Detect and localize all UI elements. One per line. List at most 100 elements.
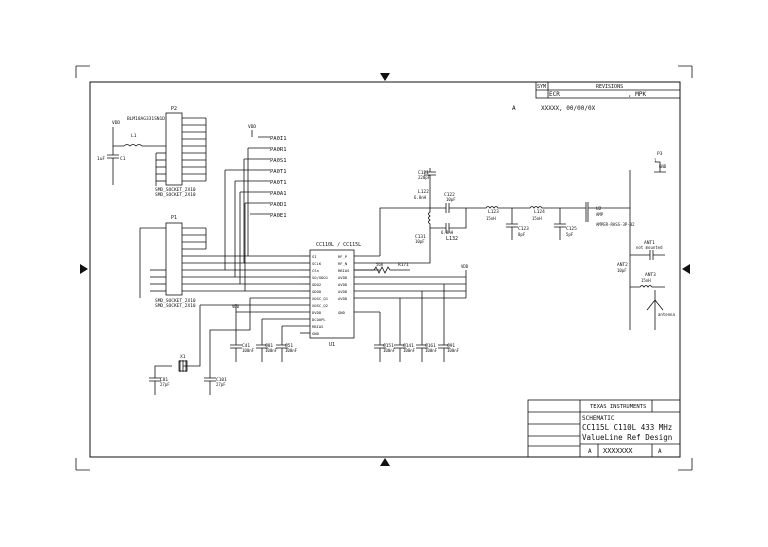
svg-text:10pF: 10pF [415,239,425,244]
connector-p1: P1 SMD_SOCKET_2X10 SMD_SOCKET_2X10 [139,215,300,309]
svg-text:15nH: 15nH [641,278,651,283]
svg-text:27pF: 27pF [160,382,170,387]
p2-part2: SMD_SOCKET_2X10 [155,192,196,198]
svg-text:XOSC_Q2: XOSC_Q2 [312,303,328,308]
svg-text:C81: C81 [265,343,273,349]
svg-text:AVDD: AVDD [338,282,348,287]
svg-text:C121: C121 [418,170,429,176]
revisions-header: REVISIONS [596,84,623,90]
svg-text:ANT3: ANT3 [645,272,656,278]
svg-text:SCLK: SCLK [312,261,322,266]
center-markers [80,73,690,466]
svg-text:10pF: 10pF [617,268,627,273]
svg-text:C141: C141 [403,343,414,349]
svg-text:AVDD: AVDD [338,289,348,294]
c1-value: 1uF [97,156,105,162]
svg-text:RBIAS: RBIAS [338,268,350,273]
vdd-label: VDD [112,120,120,126]
svg-text:R171: R171 [398,262,409,268]
svg-text:15nH: 15nH [532,216,542,221]
svg-text:15nH: 15nH [486,216,496,221]
svg-text:C122: C122 [444,192,455,198]
svg-text:100nF: 100nF [403,348,416,353]
sym-header: SYM [537,84,546,90]
svg-text:not mounted: not mounted [636,245,663,250]
svg-text:220pF: 220pF [418,175,431,180]
svg-text:C125: C125 [566,226,577,232]
p1-part2: SMD_SOCKET_2X10 [155,303,196,309]
p1-part: SMD_SOCKET_2X10 [155,298,196,304]
svg-text:1: 1 [654,158,657,163]
svg-text:L123: L123 [488,209,499,215]
size-label: A [588,448,592,455]
u1-part: CC110L / CC115L [316,242,361,248]
svg-text:C161: C161 [425,343,436,349]
pa-ports: VDD PA0I1 PA0R1 PA0S1 PA0T1 PA0T1 PA0A1 … [224,124,287,291]
svg-text:C91: C91 [447,343,455,349]
svg-text:C101: C101 [216,377,227,383]
svg-text:GND: GND [338,310,346,315]
ic-u1: CC110L / CC115L U1 SI SCLK CSn SO/GDO1 G… [200,242,467,348]
pa-port-3: PA0S1 [270,158,287,164]
resistor-r171: R171 56k VDD [354,262,469,274]
p2-part: SMD_SOCKET_2X10 [155,187,196,193]
svg-text:L124: L124 [534,209,545,215]
svg-text:X1: X1 [180,354,186,360]
svg-text:C41: C41 [242,343,250,349]
doc-type: SCHEMATIC [582,415,615,422]
svg-text:RF_N: RF_N [338,261,348,266]
svg-text:DVDD: DVDD [312,310,322,315]
svg-text:C151: C151 [383,343,394,349]
svg-text:VDD: VDD [248,124,256,130]
pa-port-5: PA0T1 [270,180,287,186]
rev-letter: A [512,105,516,112]
ferrite-ref: BLM18AG331SN1D [127,116,165,122]
svg-text:27pF: 27pF [216,382,226,387]
svg-text:8pF: 8pF [518,232,526,237]
svg-text:AVDD: AVDD [338,275,348,280]
svg-text:ANT2: ANT2 [617,262,628,268]
mpk-label: , MPK [628,91,646,98]
svg-text:56k: 56k [376,262,384,267]
svg-text:5pF: 5pF [566,232,574,237]
pa-port-8: PA0E1 [270,213,287,219]
svg-text:100nF: 100nF [425,348,438,353]
rev-date: XXXXX, 00/00/0X [541,105,596,112]
pa-port-4: PA0T1 [270,169,287,175]
pa-port-1: PA0I1 [270,136,287,142]
decoupling-caps [230,284,450,362]
svg-text:L122: L122 [418,189,429,195]
svg-text:100nF: 100nF [447,348,460,353]
svg-text:GDO0: GDO0 [312,289,322,294]
sheet-border [89,81,681,458]
l1-ref: L1 [131,133,137,139]
svg-text:6.8nH: 6.8nH [441,230,454,235]
svg-text:100nF: 100nF [242,348,255,353]
sheet-corners [75,65,693,471]
c1-ref: C1 [120,156,126,162]
svg-text:L132: L132 [446,236,458,242]
svg-text:AVDD: AVDD [338,296,348,301]
svg-text:P3: P3 [657,151,663,157]
svg-text:C51: C51 [285,343,293,349]
svg-text:GND: GND [312,331,320,336]
svg-text:10pF: 10pF [446,197,456,202]
u1-ref: U1 [329,342,335,348]
rf-match-network: C121 220pF L122 6.8nH C122 10pF C131 10p… [379,151,675,330]
svg-text:VDD: VDD [232,304,240,309]
connector-p2: P2 SMD_SOCKET_2X10 SMD_SOCKET_2X10 VDD B… [97,106,207,198]
svg-text:RF_P: RF_P [338,254,348,259]
svg-text:SI: SI [312,254,317,259]
svg-text:RBIAS: RBIAS [312,324,324,329]
svg-text:U2: U2 [596,206,602,212]
company-name: TEXAS INSTRUMENTS [590,404,646,410]
svg-text:VDD: VDD [461,264,469,269]
svg-text:antenna: antenna [658,312,675,317]
svg-text:100nF: 100nF [265,348,278,353]
sheet-rev: A [658,448,662,455]
p2-ref: P2 [171,106,177,112]
svg-text:AMPER-RASS-3P-02: AMPER-RASS-3P-02 [596,222,635,227]
svg-text:GND: GND [659,164,667,169]
svg-text:C131: C131 [415,234,426,240]
